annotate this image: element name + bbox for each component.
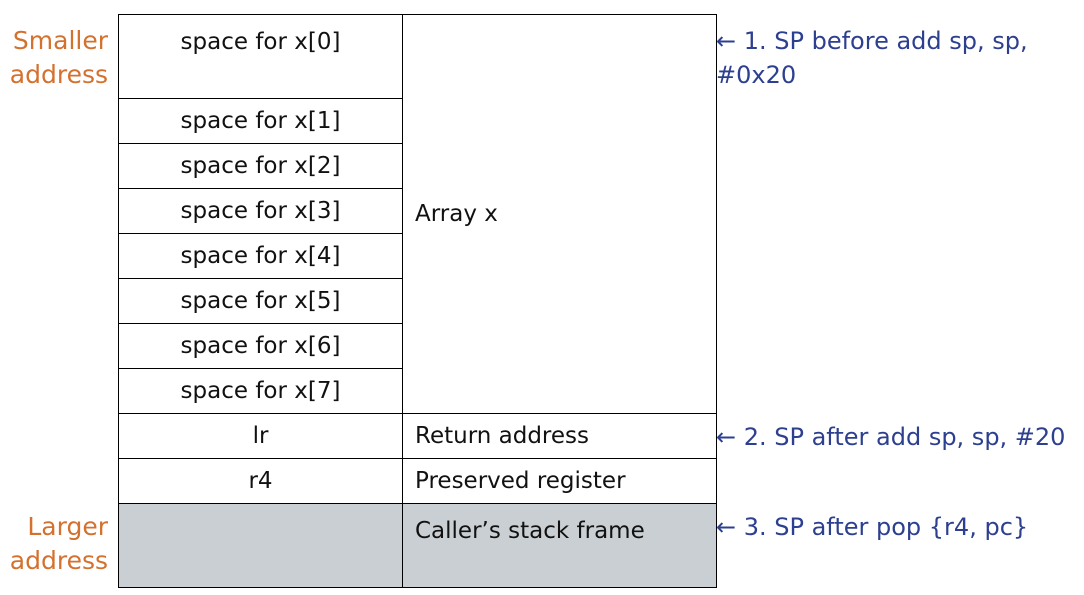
return-address-cell: Return address <box>402 413 717 459</box>
slot-x0: space for x[0] <box>118 14 403 99</box>
address-label-larger: Larger address <box>9 512 108 575</box>
sp-pointer-3: ← 3. SP after pop {r4, pc} <box>716 513 1029 541</box>
slot-x7: space for x[7] <box>118 368 403 414</box>
preserved-register-cell: Preserved register <box>402 458 717 504</box>
sp-pointer-1: ← 1. SP before add sp, sp, #0x20 <box>716 27 1028 89</box>
array-x-region: Array x <box>402 14 717 414</box>
slot-x5: space for x[5] <box>118 278 403 324</box>
caller-stack-frame-cell: Caller’s stack frame <box>402 503 717 588</box>
slot-x6: space for x[6] <box>118 323 403 369</box>
slot-x3: space for x[3] <box>118 188 403 234</box>
sp-pointer-2: ← 2. SP after add sp, sp, #20 <box>716 423 1066 451</box>
slot-x4: space for x[4] <box>118 233 403 279</box>
slot-x1: space for x[1] <box>118 98 403 144</box>
lr-cell: lr <box>118 413 403 459</box>
r4-cell: r4 <box>118 458 403 504</box>
address-label-smaller: Smaller address <box>9 26 108 89</box>
slot-x2: space for x[2] <box>118 143 403 189</box>
stack-frame-diagram: space for x[0] Array x space for x[1] sp… <box>118 14 717 588</box>
caller-frame-left-cell <box>118 503 403 588</box>
array-x-label: Array x <box>415 201 498 227</box>
